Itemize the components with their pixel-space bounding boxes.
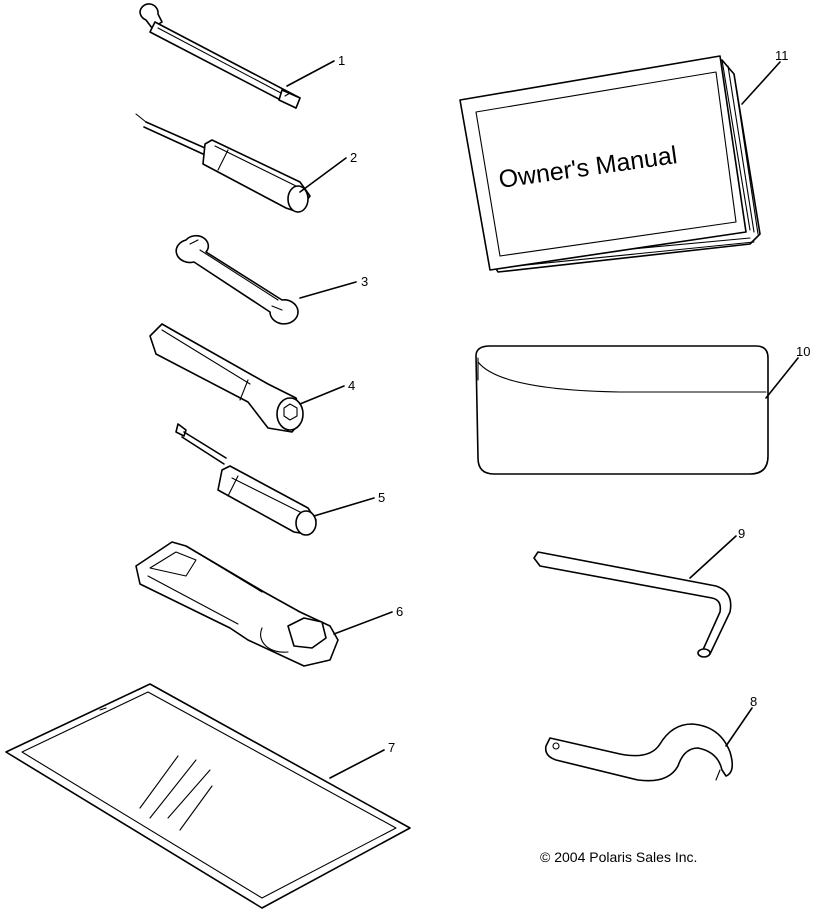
callout-6: 6 [396, 604, 403, 619]
callout-1: 1 [338, 53, 345, 68]
callout-11: 11 [775, 48, 789, 63]
part-7-sleeve [5, 683, 411, 909]
callout-4: 4 [348, 378, 355, 393]
callout-3: 3 [361, 274, 368, 289]
callout-2: 2 [350, 150, 357, 165]
part-4-socket-wrench [149, 323, 345, 433]
part-9-hex-key [533, 535, 737, 658]
part-5-screwdriver [175, 423, 375, 536]
part-1-extension-bar [139, 3, 335, 109]
part-11-owners-manual [459, 55, 781, 273]
part-3-wrench [175, 234, 357, 325]
part-6-spanner [135, 541, 393, 667]
copyright-text: © 2004 Polaris Sales Inc. [540, 849, 697, 865]
part-8-hook-spanner [544, 707, 753, 782]
callout-8: 8 [750, 694, 757, 709]
part-2-screwdriver [135, 113, 347, 213]
callout-9: 9 [738, 526, 745, 541]
callout-10: 10 [796, 344, 810, 359]
part-10-tool-pouch [475, 345, 799, 475]
callout-5: 5 [378, 490, 385, 505]
callout-7: 7 [388, 740, 395, 755]
